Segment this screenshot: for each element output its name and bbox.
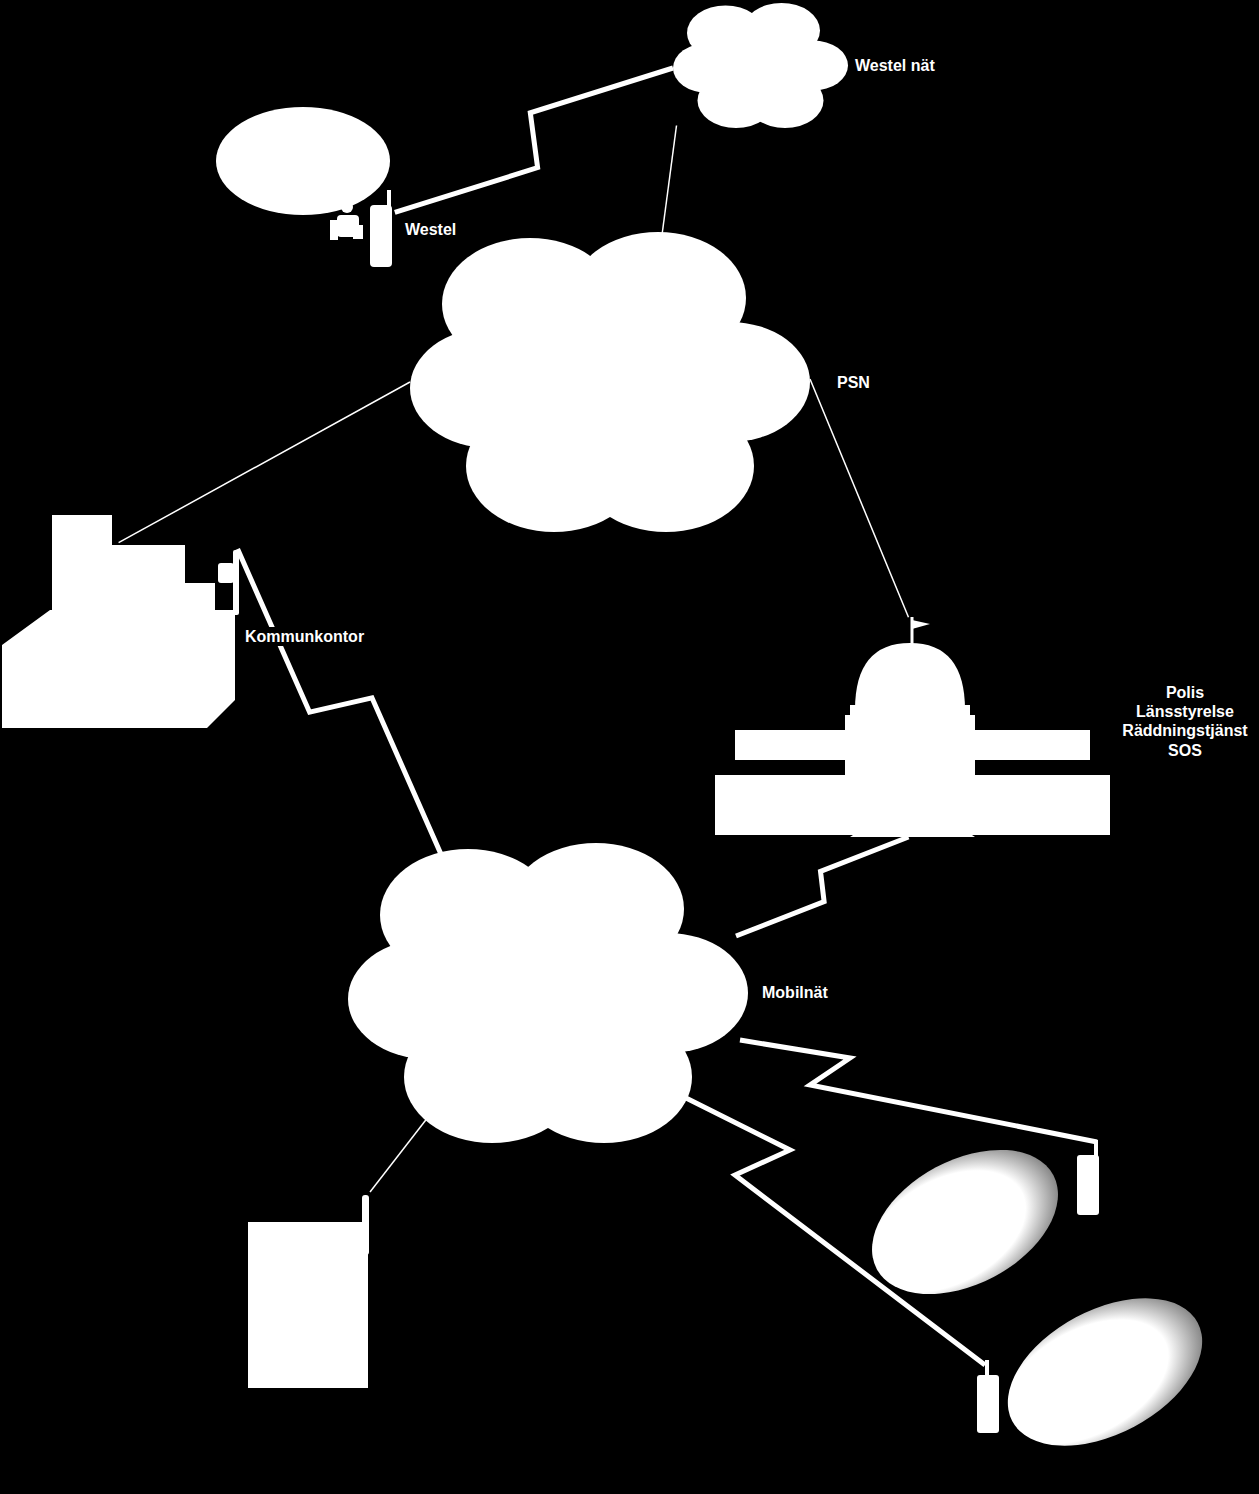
base	[715, 775, 1110, 835]
node-shape	[410, 232, 810, 532]
terminal-box	[248, 1222, 368, 1388]
building: Polis Länsstyrelse Räddningstjänst SOS	[715, 615, 1110, 837]
radio-link	[680, 1095, 985, 1365]
network-cloud: Westel nät	[673, 3, 848, 128]
wire-link	[662, 126, 677, 236]
phone	[218, 563, 234, 583]
wire-link	[119, 382, 410, 543]
node-shape	[673, 3, 848, 128]
node-shape	[715, 615, 1110, 837]
antenna	[387, 190, 391, 208]
antenna	[985, 1360, 989, 1378]
antenna	[233, 550, 239, 615]
building-outline	[2, 515, 235, 728]
person	[330, 220, 338, 240]
cloud-bump	[416, 894, 680, 1092]
wire-link	[810, 379, 909, 617]
node-label: Westel nät	[853, 56, 937, 75]
car-phone	[1077, 1155, 1099, 1215]
person	[353, 225, 363, 239]
node-shape	[348, 843, 748, 1143]
node-label: Kommunkontor	[243, 627, 366, 646]
node-label: Westel	[403, 220, 458, 239]
cloud-bump	[703, 24, 819, 107]
building: Kommunkontor	[2, 515, 240, 728]
antenna	[362, 1195, 369, 1255]
main-hall	[845, 715, 975, 775]
car	[848, 1120, 1083, 1323]
network-cloud: Mobilnät	[348, 843, 748, 1143]
car	[983, 1268, 1227, 1476]
antenna	[1094, 1140, 1098, 1158]
dome	[855, 643, 965, 710]
radio-link	[736, 837, 909, 936]
node-shape	[325, 185, 397, 268]
car-phone	[977, 1375, 999, 1433]
network-cloud: PSN	[410, 232, 810, 532]
flag	[912, 620, 930, 629]
wire	[370, 1112, 432, 1192]
person	[341, 201, 353, 213]
coverage-ellipse	[216, 107, 390, 215]
phone	[370, 205, 392, 267]
radio-link	[395, 68, 673, 212]
node-label: Polis Länsstyrelse Räddningstjänst SOS	[1120, 683, 1249, 760]
steps	[850, 827, 975, 837]
node-label: Mobilnät	[760, 983, 830, 1002]
radio-link	[740, 1040, 1097, 1142]
radio-link	[238, 549, 444, 861]
phone-station: Westel	[325, 185, 397, 268]
cloud-bump	[478, 283, 742, 481]
node-label: PSN	[835, 373, 872, 392]
node-shape	[2, 515, 240, 728]
